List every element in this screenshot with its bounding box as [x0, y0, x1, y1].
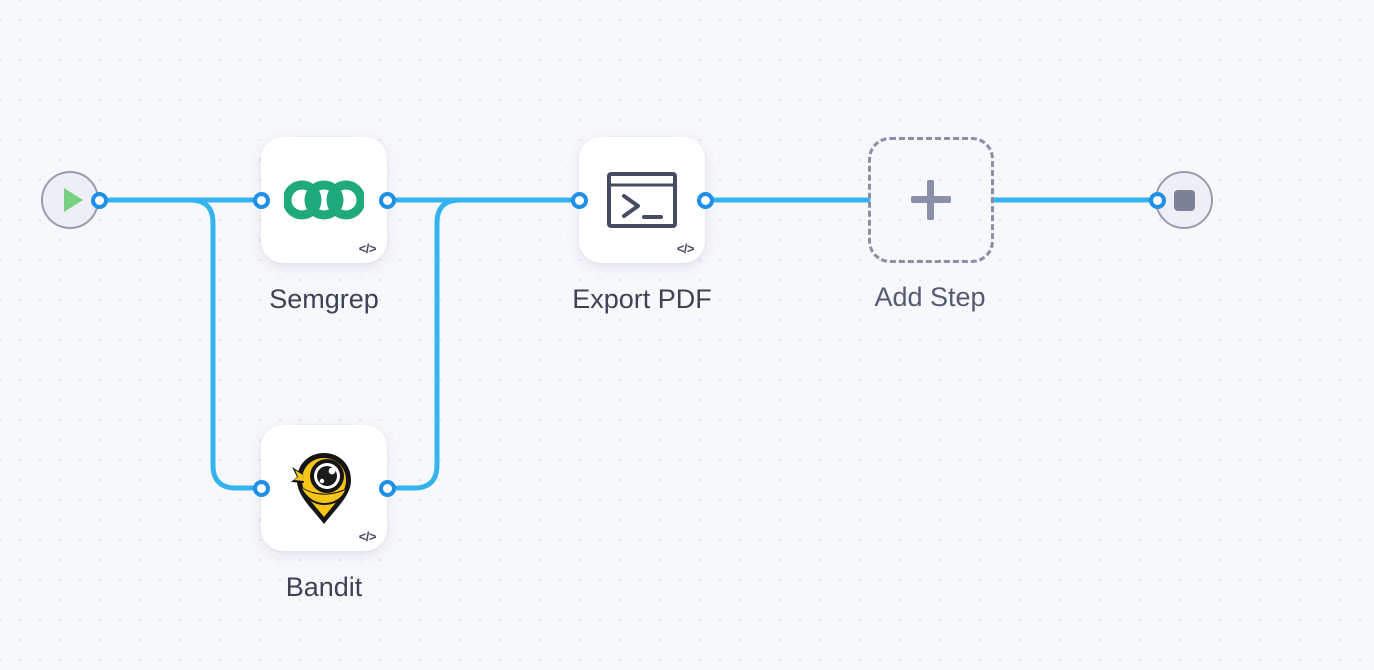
- node-semgrep[interactable]: </>: [261, 137, 387, 263]
- stop-icon: [1173, 189, 1195, 211]
- node-export-pdf-input-port[interactable]: [571, 192, 588, 209]
- start-node-output-port[interactable]: [91, 192, 108, 209]
- node-semgrep-label: Semgrep: [269, 284, 379, 314]
- edge-start-bandit: [96, 197, 264, 491]
- node-bandit-output-port[interactable]: [379, 480, 396, 497]
- code-badge-semgrep: </>: [358, 241, 377, 256]
- node-add-step[interactable]: [868, 137, 994, 263]
- bandit-logo-icon: [291, 453, 351, 524]
- node-add-step-label: Add Step: [874, 282, 986, 312]
- code-badge-export-pdf: </>: [676, 241, 695, 256]
- node-semgrep-input-port[interactable]: [253, 192, 270, 209]
- semgrep-logo-icon: [284, 180, 364, 220]
- node-semgrep-output-port[interactable]: [379, 192, 396, 209]
- plus-icon: [911, 180, 951, 220]
- code-badge-bandit: </>: [358, 529, 377, 544]
- play-icon: [63, 188, 83, 212]
- node-bandit-input-port[interactable]: [253, 480, 270, 497]
- node-export-pdf[interactable]: </>: [579, 137, 705, 263]
- terminal-icon: [607, 172, 677, 228]
- node-bandit-label: Bandit: [285, 572, 363, 602]
- start-node[interactable]: [41, 171, 99, 229]
- end-node-input-port[interactable]: [1149, 192, 1166, 209]
- node-bandit[interactable]: </>: [261, 425, 387, 551]
- node-export-pdf-output-port[interactable]: [697, 192, 714, 209]
- edge-bandit-exportpdf: [384, 197, 582, 491]
- node-export-pdf-label: Export PDF: [572, 284, 712, 314]
